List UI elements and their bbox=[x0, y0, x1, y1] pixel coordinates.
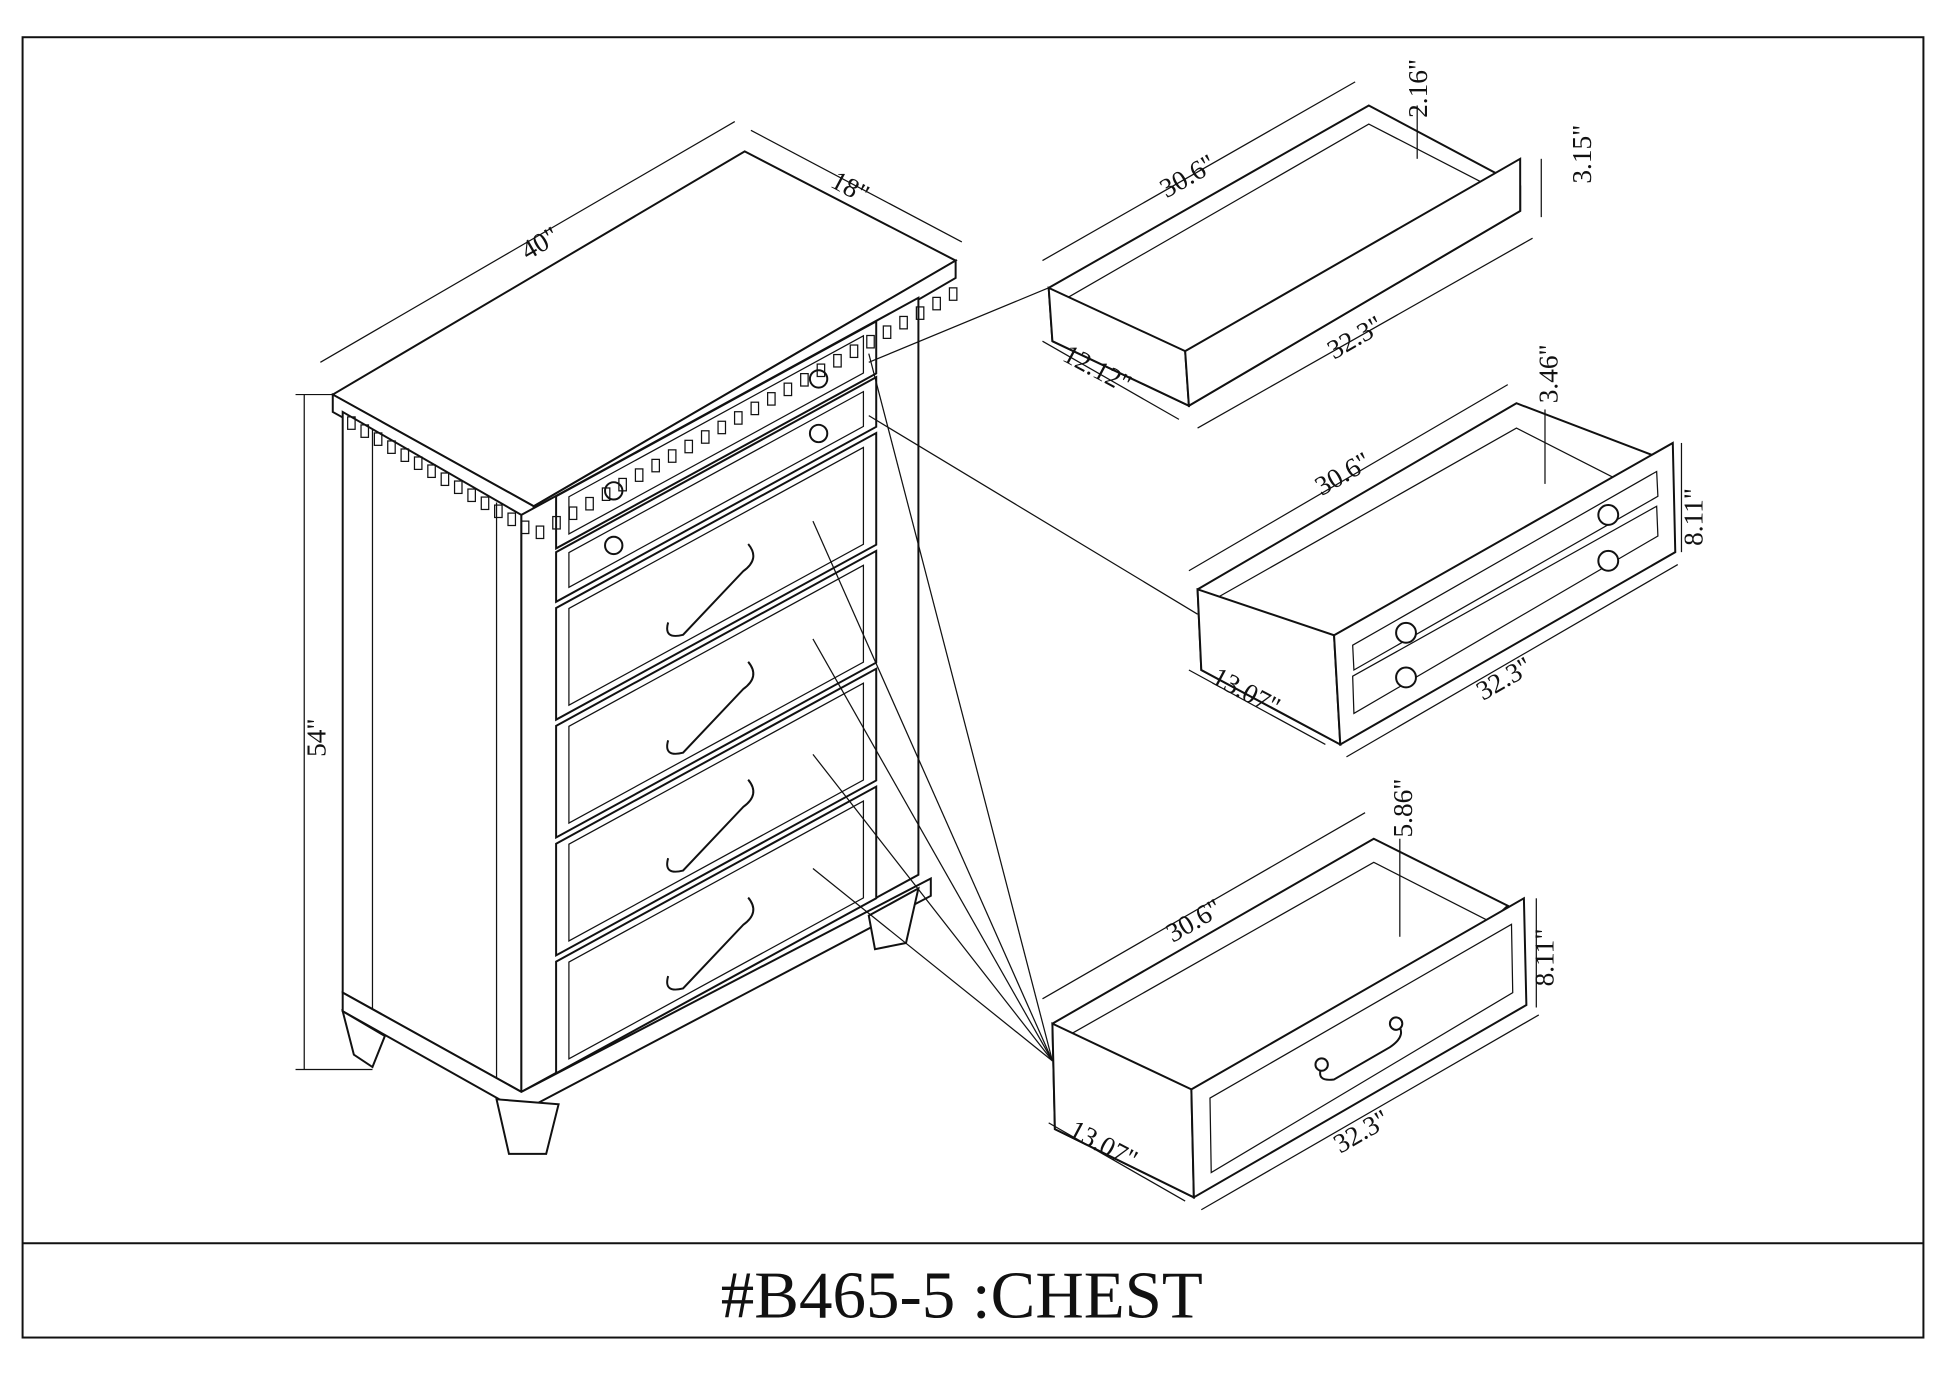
dentil bbox=[520, 520, 530, 535]
dentil bbox=[733, 411, 743, 425]
chest-drawer-front bbox=[555, 667, 878, 958]
dentil bbox=[700, 430, 710, 444]
drawing-frame bbox=[21, 36, 1925, 1339]
chest-drawer-front bbox=[555, 375, 878, 604]
dentil bbox=[373, 432, 383, 446]
handle-icon bbox=[666, 896, 755, 991]
dentil bbox=[667, 449, 677, 463]
dentil bbox=[866, 334, 875, 349]
chest-drawer-front bbox=[555, 784, 878, 1075]
dentil bbox=[568, 506, 578, 521]
dentil bbox=[882, 325, 892, 339]
dentil bbox=[767, 392, 776, 406]
dentil bbox=[360, 424, 370, 438]
dim-chest-height: 54" bbox=[301, 718, 331, 756]
chest-drawer-front bbox=[555, 319, 878, 551]
chest-drawer-panel bbox=[568, 334, 865, 536]
dentil bbox=[717, 420, 727, 435]
knob bbox=[1597, 503, 1620, 526]
chest-drawer-panel bbox=[568, 564, 865, 825]
dim-top-front-height: 3.15" bbox=[1567, 125, 1597, 184]
handle-icon bbox=[666, 543, 755, 637]
knob-icon bbox=[808, 423, 829, 444]
dentil bbox=[932, 296, 941, 311]
dentil bbox=[601, 487, 611, 501]
dentil bbox=[833, 353, 842, 368]
dentil bbox=[618, 477, 627, 492]
chest-drawer-front bbox=[555, 431, 878, 722]
dentil bbox=[453, 480, 463, 495]
dim-top-inner-depth: 2.16" bbox=[1403, 59, 1433, 118]
dim-chest-width: 40" bbox=[516, 221, 564, 266]
chest-foot-front bbox=[495, 1098, 560, 1155]
dentil bbox=[899, 315, 908, 330]
knob bbox=[1597, 549, 1620, 572]
dim-bottom-front-height: 8.11" bbox=[1530, 929, 1560, 987]
dentil bbox=[816, 363, 826, 378]
dentil bbox=[507, 512, 517, 527]
dentil bbox=[413, 456, 423, 471]
dentil bbox=[427, 464, 436, 479]
dentil bbox=[535, 525, 545, 540]
dentil bbox=[800, 372, 809, 387]
dentil bbox=[948, 287, 958, 301]
knob-icon bbox=[808, 369, 829, 389]
dim-middle-inner-depth: 3.46" bbox=[1533, 344, 1563, 403]
drawer-top-illustration bbox=[1047, 104, 1522, 408]
dentil bbox=[651, 458, 661, 473]
knob bbox=[1395, 621, 1417, 644]
chest-drawer-panel bbox=[568, 390, 865, 589]
handle-icon bbox=[666, 661, 755, 755]
dentil bbox=[684, 439, 694, 454]
drawing-title: #B465-5 :CHEST bbox=[721, 1259, 1203, 1333]
dentil bbox=[400, 448, 410, 462]
dentil bbox=[440, 472, 450, 487]
dentil bbox=[849, 344, 859, 359]
dentil bbox=[552, 515, 561, 530]
handle-icon bbox=[666, 779, 755, 873]
chest-drawer-panel bbox=[568, 682, 865, 942]
dimension-lines bbox=[295, 81, 1683, 1211]
dentil bbox=[480, 496, 490, 511]
dentil bbox=[915, 306, 925, 320]
dentil bbox=[783, 382, 793, 397]
dentil bbox=[347, 416, 356, 430]
chest-drawer-panel bbox=[568, 446, 865, 707]
dentil bbox=[387, 440, 396, 454]
knob bbox=[1395, 666, 1417, 689]
dentil bbox=[585, 496, 594, 511]
drawer-bottom-illustration bbox=[1051, 837, 1528, 1200]
dentil bbox=[634, 468, 644, 482]
chest-illustration bbox=[330, 150, 958, 1155]
dim-middle-front-height: 8.11" bbox=[1679, 488, 1709, 546]
drawer-middle-illustration bbox=[1196, 402, 1677, 747]
chest-foot-left bbox=[341, 1009, 387, 1069]
dim-bottom-inner-depth: 5.86" bbox=[1388, 779, 1418, 838]
leader-lines bbox=[812, 287, 1198, 1062]
dentil bbox=[494, 504, 503, 519]
chest-drawer-panel bbox=[568, 800, 865, 1060]
dentil bbox=[467, 488, 476, 503]
dentil bbox=[750, 401, 760, 416]
knob-icon bbox=[604, 535, 624, 556]
